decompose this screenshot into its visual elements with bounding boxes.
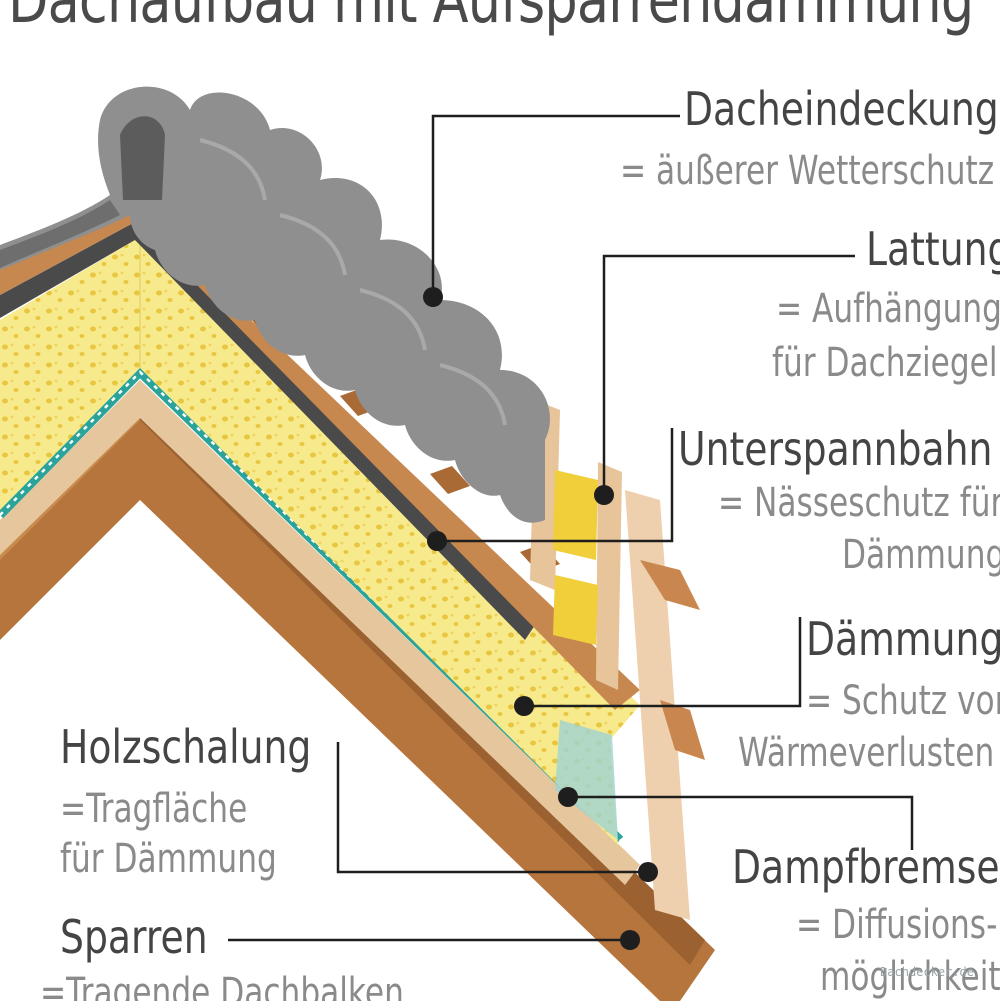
label-dacheindeckung-head: Dacheindeckung: [684, 82, 999, 136]
battens-lattung: [0, 205, 640, 710]
label-lattung-sub1: = Aufhängung: [776, 286, 1000, 332]
marker-dacheindeckung: [423, 287, 443, 307]
label-lattung-sub2: für Dachziegel: [772, 340, 998, 386]
label-holzschalung-sub2: für Dämmung: [60, 836, 277, 882]
leader-lines: [228, 114, 914, 942]
label-dampfbremse-head: Dampfbremse: [732, 840, 1000, 894]
marker-sparren: [620, 930, 640, 950]
marker-daemmung: [514, 696, 534, 716]
label-unterspannbahn-head: Unterspannbahn: [678, 422, 993, 476]
label-unterspannbahn-sub2: Dämmung: [842, 532, 1000, 578]
label-daemmung-sub1: = Schutz vor: [806, 678, 1000, 724]
boarding-holzschalung: [0, 380, 640, 885]
label-holzschalung-head: Holzschalung: [60, 720, 312, 774]
label-daemmung-head: Dämmung: [806, 612, 1000, 666]
marker-lattung: [594, 485, 614, 505]
watermark: Dachdecker.de: [880, 965, 974, 979]
insulation-daemmung: [0, 240, 640, 845]
label-sparren-head: Sparren: [60, 910, 208, 964]
label-dacheindeckung-sub: = äußerer Wetterschutz: [620, 148, 995, 194]
label-daemmung-sub2: Wärmeverlusten: [738, 730, 995, 776]
diagram-title: Dachaufbau mit Aufsparrendämmung: [8, 0, 974, 38]
label-sparren-sub: =Tragende Dachbalken: [40, 970, 404, 1001]
label-holzschalung-sub1: =Tragfläche: [60, 786, 248, 832]
marker-dampfbremse: [558, 787, 578, 807]
marker-unterspannbahn: [427, 531, 447, 551]
label-dampfbremse-sub1: = Diffusions-: [796, 902, 998, 948]
marker-holzschalung: [638, 862, 658, 882]
label-dampfbremse-sub2: möglichkeit: [820, 954, 1000, 1000]
label-unterspannbahn-sub1: = Nässeschutz für: [718, 480, 1000, 526]
label-lattung-head: Lattung: [866, 222, 1000, 276]
